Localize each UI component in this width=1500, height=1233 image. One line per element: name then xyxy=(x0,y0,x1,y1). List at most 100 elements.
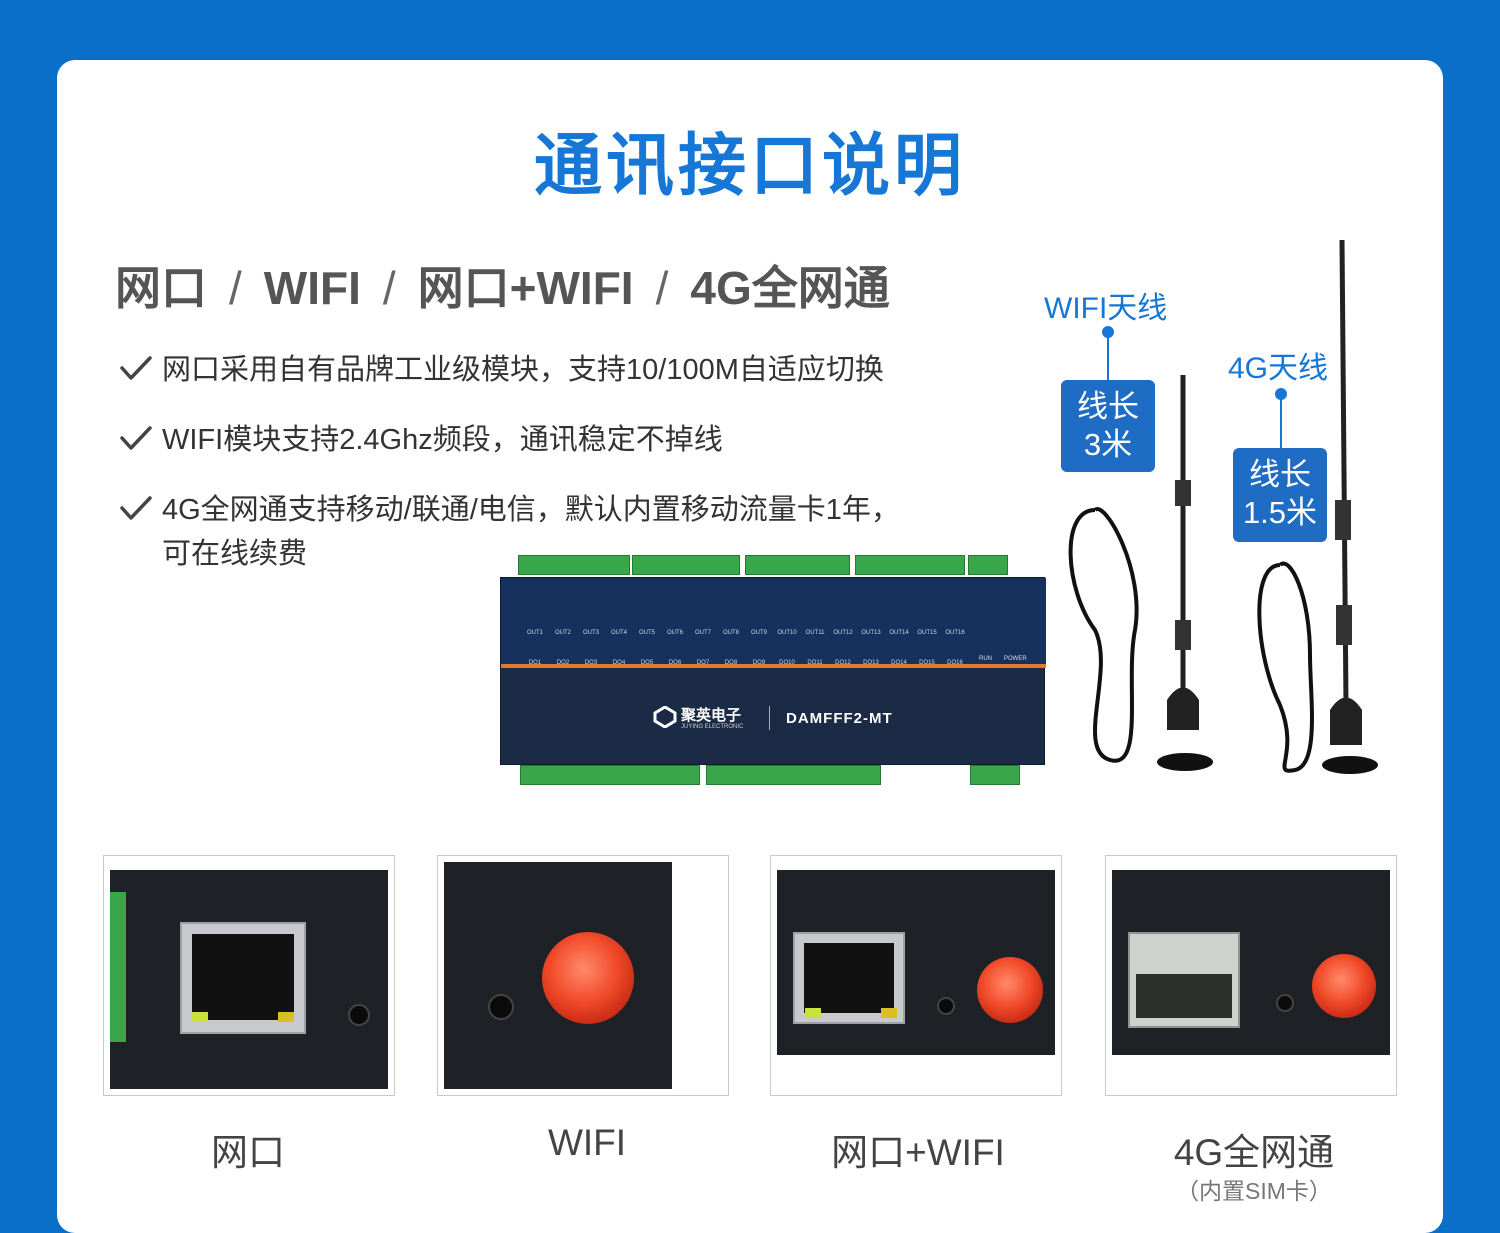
model-number: DAMFFF2-MT xyxy=(786,710,893,727)
terminal-block xyxy=(706,765,881,785)
do-label: DO12 xyxy=(835,660,851,666)
device-panel xyxy=(501,578,1046,668)
wifi-cable-length-badge: 线长 3米 xyxy=(1061,380,1155,472)
feature-text: 4G全网通支持移动/联通/电信，默认内置移动流量卡1年，可在线续费 xyxy=(162,494,900,570)
do-label: DO7 xyxy=(696,660,710,666)
output-label: OUT12 xyxy=(833,630,853,636)
wifi-antenna-label: WIFI天线 xyxy=(1044,292,1168,325)
sma-connector-icon xyxy=(542,932,634,1024)
do-label: DO9 xyxy=(752,660,766,666)
wifi-antenna-icon xyxy=(1068,375,1213,771)
photo-ethernet xyxy=(103,855,395,1096)
option-wifi: WIFI xyxy=(263,262,361,314)
output-label: OUT13 xyxy=(861,630,881,636)
output-label: OUT11 xyxy=(805,630,825,636)
feature-text: WIFI模块支持2.4Ghz频段，通讯稳定不掉线 xyxy=(162,424,723,456)
do-label: DO15 xyxy=(919,660,935,666)
do-label: DO5 xyxy=(640,660,654,666)
feature-text: 网口采用自有品牌工业级模块，支持10/100M自适应切换 xyxy=(162,354,884,386)
do-label: DO6 xyxy=(668,660,682,666)
photo-caption: 网口+WIFI xyxy=(831,1132,1005,1173)
do-label: DO4 xyxy=(612,660,626,666)
photo-caption: WIFI xyxy=(547,1122,627,1163)
check-icon xyxy=(120,426,152,450)
sim-slot-icon xyxy=(1128,932,1240,1028)
led-icon xyxy=(278,1012,294,1022)
terminal-block xyxy=(520,765,700,785)
indicator-hole-icon xyxy=(1276,994,1294,1012)
output-label: OUT9 xyxy=(750,630,767,636)
pointer-line xyxy=(1280,394,1282,448)
do-label: DO16 xyxy=(947,660,963,666)
terminal-block xyxy=(745,555,850,575)
feature-item: 网口采用自有品牌工业级模块，支持10/100M自适应切换 xyxy=(118,348,938,392)
output-label: OUT2 xyxy=(554,630,571,636)
brand-name-en: JUYING ELECTRONIC xyxy=(681,724,744,730)
option-4g: 4G全网通 xyxy=(690,262,890,314)
output-label: OUT10 xyxy=(777,630,797,636)
led-icon xyxy=(805,1008,821,1018)
do-label: DO11 xyxy=(807,660,823,666)
feature-list: 网口采用自有品牌工业级模块，支持10/100M自适应切换 WIFI模块支持2.4… xyxy=(118,348,938,602)
separator: / xyxy=(382,262,396,314)
length-label: 线长 xyxy=(1249,457,1311,492)
photo-caption: 4G全网通 xyxy=(1173,1132,1335,1173)
sma-connector-icon xyxy=(1312,954,1376,1018)
4g-antenna-label: 4G天线 xyxy=(1228,352,1329,385)
do-label: DO1 xyxy=(528,660,542,666)
4g-cable-length-badge: 线长 1.5米 xyxy=(1233,448,1327,542)
option-ethernet-wifi: 网口+WIFI xyxy=(417,262,634,314)
do-label: DO3 xyxy=(584,660,598,666)
device-image: OUT1 OUT2 OUT3 OUT4 OUT5 OUT6 OUT7 OUT8 OUT9 OUT1… xyxy=(500,555,1046,787)
brand-name: 聚英电子 xyxy=(681,707,742,724)
output-label: OUT6 xyxy=(666,630,683,636)
brand-logo-icon xyxy=(653,706,677,728)
sma-connector-icon xyxy=(977,957,1043,1023)
photo-subcaption: （内置SIM卡） xyxy=(1176,1178,1332,1204)
feature-item: WIFI模块支持2.4Ghz频段，通讯稳定不掉线 xyxy=(118,418,938,462)
photo-wifi xyxy=(437,855,729,1096)
pointer-line xyxy=(1107,332,1109,380)
terminal-block xyxy=(518,555,630,575)
separator: / xyxy=(229,262,242,314)
led-icon xyxy=(192,1012,208,1022)
option-ethernet: 网口 xyxy=(115,262,207,314)
ethernet-wifi-closeup xyxy=(777,862,1055,1089)
accent-stripe xyxy=(501,664,1046,668)
output-label: OUT5 xyxy=(638,630,655,636)
length-value: 3米 xyxy=(1083,427,1133,462)
wifi-closeup xyxy=(444,862,722,1089)
terminal-block xyxy=(110,892,126,1042)
power-label: POWER xyxy=(1004,656,1027,662)
ethernet-closeup xyxy=(110,862,388,1089)
led-icon xyxy=(881,1008,897,1018)
do-label: DO2 xyxy=(556,660,570,666)
indicator-hole-icon xyxy=(937,997,955,1015)
feature-item: 4G全网通支持移动/联通/电信，默认内置移动流量卡1年，可在线续费 xyxy=(118,488,938,576)
4g-antenna-icon xyxy=(1257,239,1378,774)
output-labels: OUT1 OUT2 OUT3 OUT4 OUT5 OUT6 OUT7 OUT8 OUT9 OUT1… xyxy=(521,630,969,636)
do-label: DO8 xyxy=(724,660,738,666)
do-label: DO14 xyxy=(891,660,907,666)
length-label: 线长 xyxy=(1077,389,1139,424)
output-label: OUT7 xyxy=(694,630,711,636)
indicator-hole-icon xyxy=(348,1004,370,1026)
terminal-block xyxy=(855,555,965,575)
device-body: OUT1 OUT2 OUT3 OUT4 OUT5 OUT6 OUT7 OUT8 OUT9 OUT1… xyxy=(500,577,1046,765)
terminal-block xyxy=(970,765,1020,785)
output-label: OUT15 xyxy=(917,630,937,636)
check-icon xyxy=(120,356,152,380)
output-label: OUT1 xyxy=(526,630,543,636)
output-label: OUT4 xyxy=(610,630,627,636)
terminal-block xyxy=(632,555,740,575)
output-label: OUT8 xyxy=(722,630,739,636)
output-label: OUT14 xyxy=(889,630,909,636)
terminal-block xyxy=(968,555,1008,575)
output-label: OUT16 xyxy=(945,630,965,636)
separator: / xyxy=(655,262,669,314)
4g-closeup xyxy=(1112,862,1390,1089)
indicator-hole-icon xyxy=(488,994,514,1020)
check-icon xyxy=(120,496,152,520)
output-label: OUT3 xyxy=(582,630,599,636)
